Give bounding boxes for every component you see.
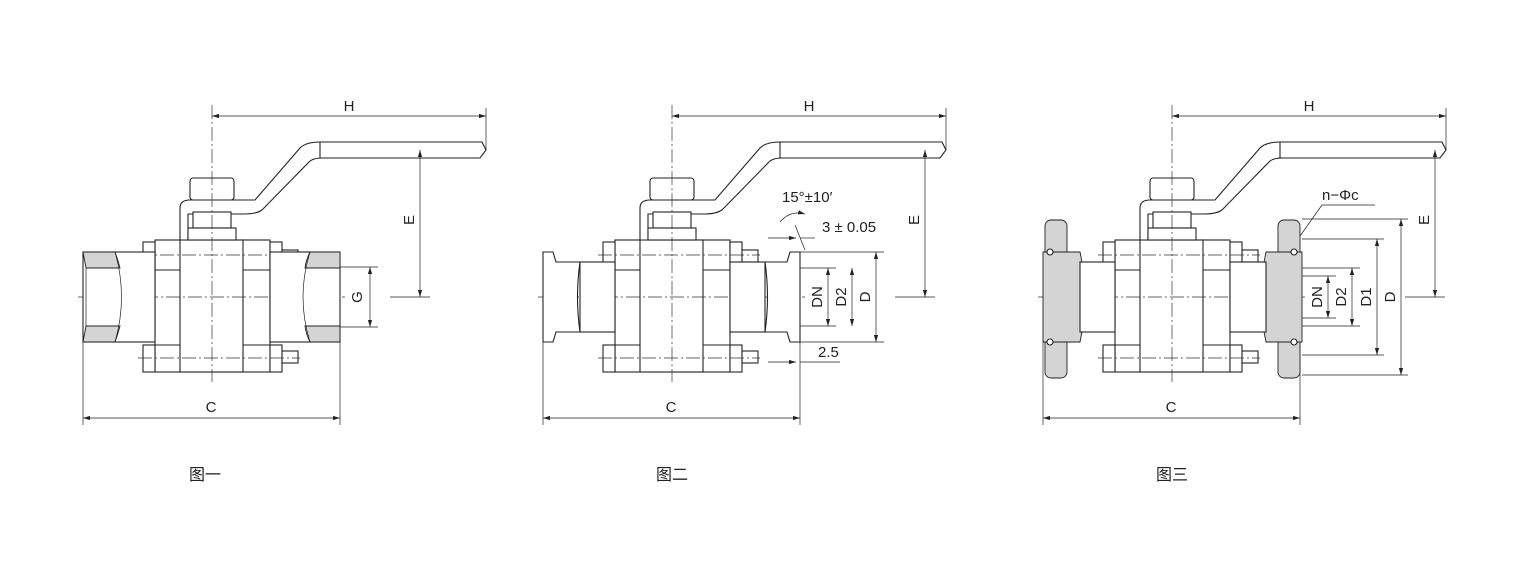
dim-C: C (1166, 399, 1177, 416)
dim-H: H (804, 98, 815, 115)
caption-figure-3: 图三 (1156, 465, 1188, 484)
figure-2-ends: DN D2 D 15°±10′ 3 ± 0.05 2.5 (542, 189, 884, 365)
caption-figure-1: 图一 (189, 465, 221, 484)
dim-D: D (857, 291, 874, 302)
caption-figure-2: 图二 (656, 465, 688, 484)
figure-1-ends: G (82, 251, 378, 343)
dim-E: E (906, 215, 923, 225)
figure-3-flanged-valve: H E C (1038, 98, 1447, 425)
figure-3-ends: DN D2 D1 D n−Φc (1042, 187, 1408, 379)
dim-C: C (666, 399, 677, 416)
valve-body-center (179, 239, 244, 373)
dim-gap: 3 ± 0.05 (822, 219, 876, 236)
dim-D2: D2 (1333, 287, 1350, 306)
handle (639, 141, 947, 241)
dim-C: C (206, 399, 217, 416)
dim-D2: D2 (833, 287, 850, 306)
dim-holes: n−Φc (1322, 187, 1359, 204)
dim-H: H (344, 98, 355, 115)
dim-E: E (1416, 215, 1433, 225)
dim-H: H (1304, 98, 1315, 115)
dim-angle: 15°±10′ (782, 189, 833, 206)
handle (1139, 141, 1447, 241)
dim-DN: DN (809, 286, 826, 308)
valve-body-center (1139, 239, 1204, 373)
dim-offset: 2.5 (818, 344, 839, 361)
dim-DN: DN (1309, 286, 1326, 308)
dim-G: G (349, 291, 366, 303)
handle (179, 141, 487, 241)
dim-D1: D1 (1358, 287, 1375, 306)
dim-E: E (401, 215, 418, 225)
dim-D: D (1382, 291, 1399, 302)
valve-body-center (639, 239, 704, 373)
figure-2-clamp-valve: H E C (538, 98, 947, 425)
